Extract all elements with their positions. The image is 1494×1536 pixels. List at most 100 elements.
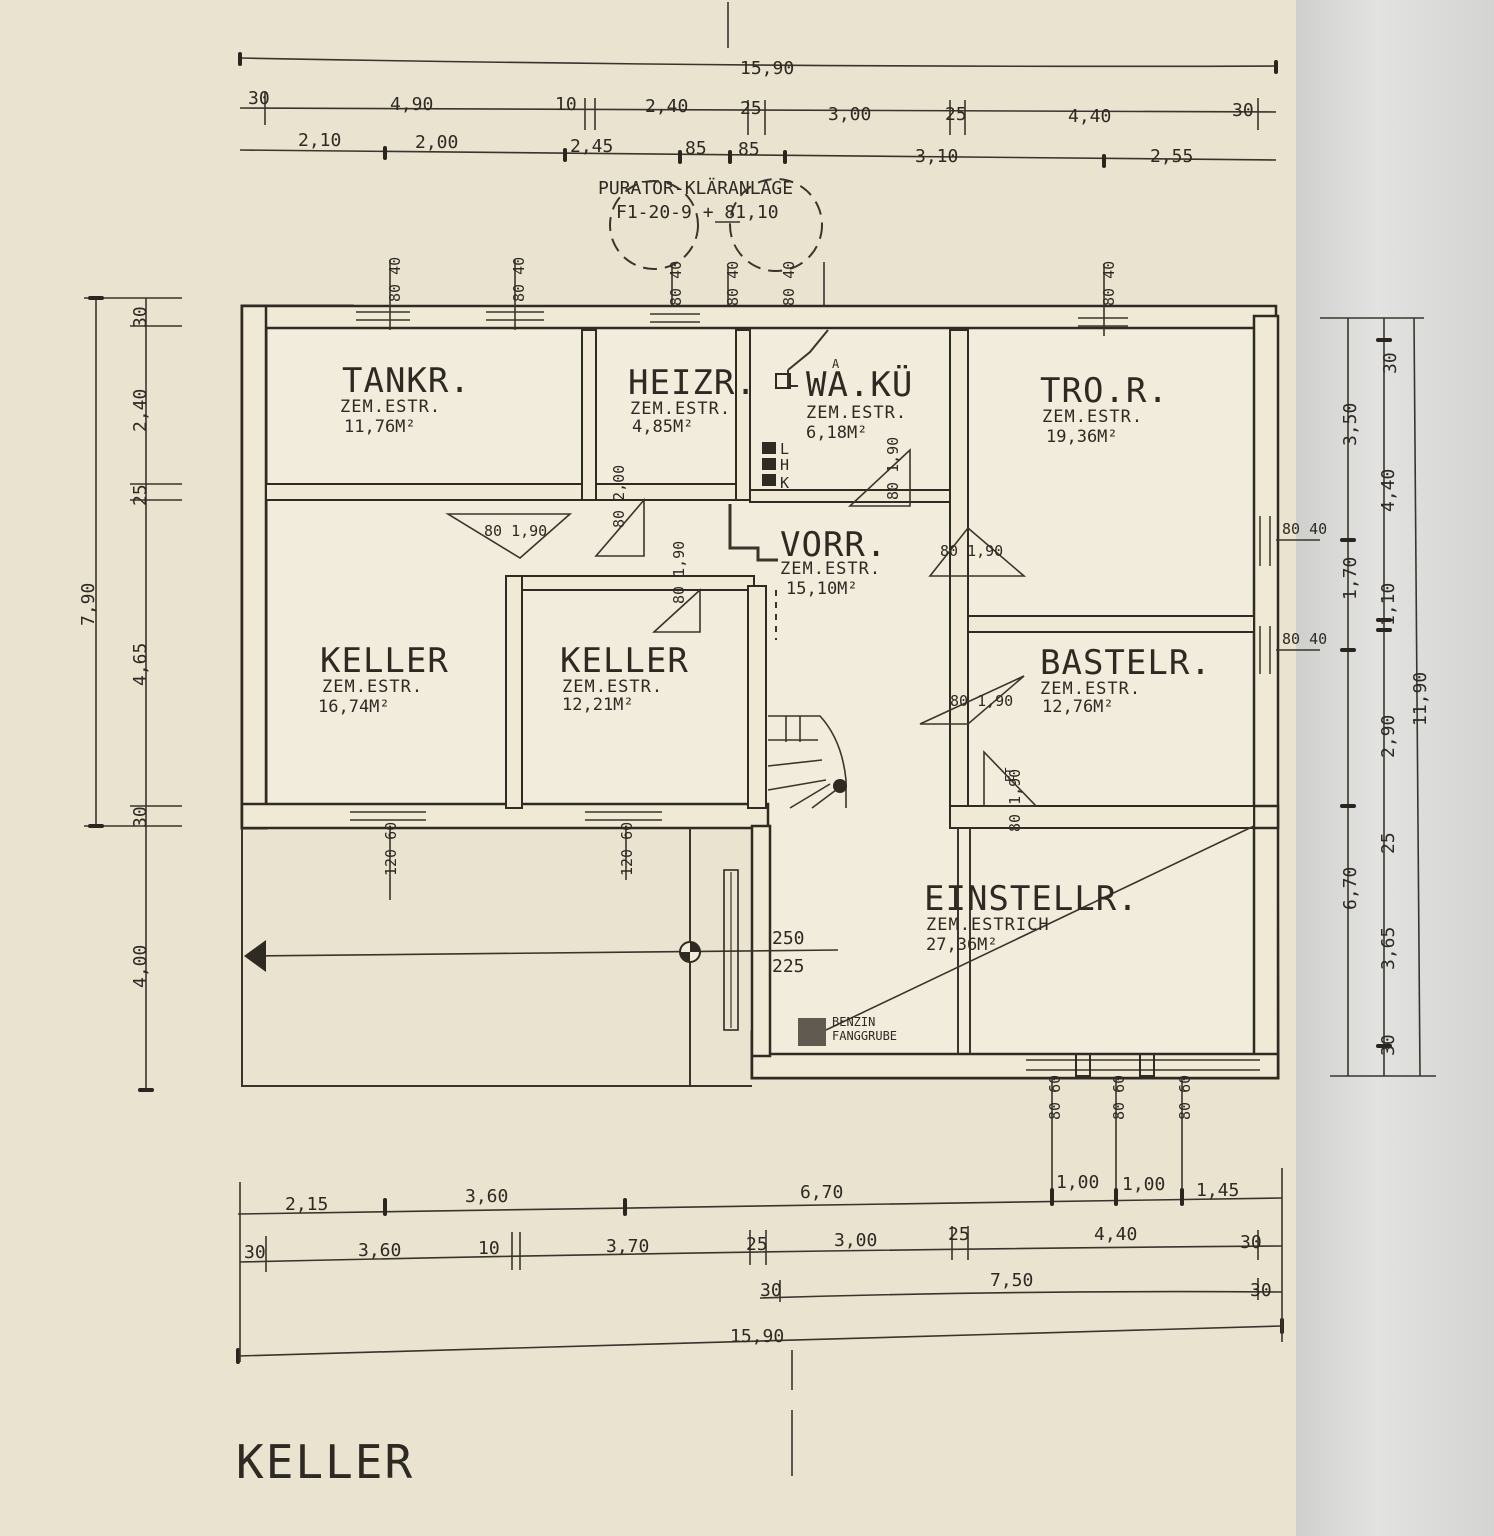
dim-bottom-r2-7: 4,40 — [1094, 1224, 1137, 1245]
entrance-stair: 250 225 BENZIN FANGGRUBE — [244, 869, 897, 1046]
door-waku: 80 1,90 — [884, 437, 902, 500]
mark-k: K — [780, 474, 789, 492]
win-right-1: 80 40 — [1282, 520, 1327, 538]
bottom-dimensions: 2,15 3,60 6,70 1,00 1,00 1,45 30 3,60 10… — [236, 1168, 1284, 1364]
room-area: 12,21M² — [562, 695, 634, 715]
doors: 80 1,90 80 2,00 80 1,90 80 1,90 80 1,90 … — [445, 437, 1255, 1031]
dim-top-r2-4: 85 — [738, 139, 760, 160]
room-name: KELLER — [320, 641, 449, 681]
dim-bottom-r2-1: 3,60 — [358, 1240, 401, 1261]
dim-right-7: 3,65 — [1378, 927, 1399, 970]
room-einstellr: EINSTELLR. ZEM.ESTRICH 27,36M² — [924, 879, 1139, 955]
dim-top-r1-1: 4,90 — [390, 94, 433, 115]
win-top-1: 80 40 — [386, 257, 404, 302]
room-tror: TRO.R. ZEM.ESTR. 19,36M² — [1040, 371, 1169, 447]
dim-top-r2-1: 2,00 — [415, 132, 458, 153]
dim-right-4: 1,10 — [1378, 583, 1399, 626]
dim-right-2: 4,40 — [1378, 469, 1399, 512]
room-floor: ZEM.ESTR. — [340, 397, 441, 417]
room-floor: ZEM.ESTR. — [562, 677, 663, 697]
dim-right-6: 25 — [1378, 832, 1399, 854]
dim-top-r1-2: 10 — [555, 94, 577, 115]
room-floor: ZEM.ESTR. — [1042, 407, 1143, 427]
dim-bottom-r3-0: 30 — [760, 1280, 782, 1301]
door-keller1: 80 1,90 — [484, 522, 547, 540]
door-tror: 80 1,90 — [940, 542, 1003, 560]
dim-bottom-r2-5: 3,00 — [834, 1230, 877, 1251]
door-bastelr: 80 1,90 — [950, 692, 1013, 710]
dim-bottom-r2-2: 10 — [478, 1238, 500, 1259]
room-floor: ZEM.ESTR. — [322, 677, 423, 697]
laundry-fixtures: A L H K — [728, 329, 840, 640]
dim-top-total: 15,90 — [740, 58, 794, 79]
dim-bottom-r1-2: 6,70 — [800, 1182, 843, 1203]
dim-bottom-r1-1: 3,60 — [465, 1186, 508, 1207]
dim-left-total: 7,90 — [78, 583, 99, 626]
dim-bottom-r1-5: 1,45 — [1196, 1180, 1239, 1201]
purator-line2: F1-20-9 + 81,10 — [616, 202, 779, 223]
room-area: 15,10M² — [786, 579, 858, 599]
interior-walls — [265, 329, 1255, 1054]
dim-right-inner: 6,70 — [1340, 867, 1361, 910]
door-et-label: ET — [1003, 768, 1017, 782]
dim-left-0: 30 — [130, 306, 151, 328]
dim-top-r1-3: 2,40 — [645, 96, 688, 117]
win-top-2: 80 40 — [510, 257, 528, 302]
dim-left-3: 4,65 — [130, 643, 151, 686]
dim-top-r2-0: 2,10 — [298, 130, 341, 151]
room-name: KELLER — [560, 641, 689, 681]
room-name: TANKR. — [342, 361, 471, 401]
dim-top-r1-5: 3,00 — [828, 104, 871, 125]
door-einstell: 80 1,90 — [1006, 769, 1024, 832]
top-dimensions: 15,90 30 4,90 10 2,40 25 3,00 25 4,40 30… — [238, 52, 1278, 168]
win-garage-3: 80 60 — [1176, 1075, 1194, 1120]
dim-top-r1-7: 4,40 — [1068, 106, 1111, 127]
room-name: TRO.R. — [1040, 371, 1169, 411]
windows: 80 40 80 40 80 40 80 40 80 40 80 40 80 4… — [350, 257, 1327, 1196]
dim-left-2: 25 — [130, 484, 151, 506]
dim-right-1: 3,50 — [1340, 403, 1361, 446]
win-top-3: 80 40 — [667, 261, 685, 306]
room-area: 4,85M² — [632, 417, 693, 437]
room-area: 12,76M² — [1042, 697, 1114, 717]
dim-right-8: 30 — [1378, 1034, 1399, 1056]
mark-a: A — [832, 357, 840, 371]
room-name: EINSTELLR. — [924, 879, 1139, 919]
drawing-title: KELLER — [236, 1435, 414, 1489]
room-area: 19,36M² — [1046, 427, 1118, 447]
win-garage-1: 80 60 — [1046, 1075, 1064, 1120]
dim-top-r1-8: 30 — [1232, 100, 1254, 121]
dim-left-4: 30 — [130, 806, 151, 828]
dim-top-r2-5: 3,10 — [915, 146, 958, 167]
dim-top-r2-2: 2,45 — [570, 136, 613, 157]
dim-bottom-r2-3: 3,70 — [606, 1236, 649, 1257]
stair-run: 225 — [772, 956, 805, 977]
dim-bottom-r1-4: 1,00 — [1122, 1174, 1165, 1195]
room-floor: ZEM.ESTR. — [806, 403, 907, 423]
room-area: 6,18M² — [806, 423, 867, 443]
dim-right-3: 1,70 — [1340, 557, 1361, 600]
door-heizr: 80 2,00 — [610, 465, 628, 528]
benzin-label: BENZIN — [832, 1015, 875, 1029]
win-top-6: 80 40 — [1100, 261, 1118, 306]
dim-bottom-r3-1: 7,50 — [990, 1270, 1033, 1291]
room-area: 16,74M² — [318, 697, 390, 717]
right-dimensions: 30 3,50 4,40 1,70 1,10 2,90 25 3,65 30 6… — [1320, 317, 1436, 1077]
stair-rise: 250 — [772, 928, 805, 949]
dim-right-total: 11,90 — [1410, 672, 1431, 726]
mark-h: H — [780, 456, 789, 474]
win-right-2: 80 40 — [1282, 630, 1327, 648]
room-tankr: TANKR. ZEM.ESTR. 11,76M² — [340, 361, 471, 437]
win-bottom-1: 120 60 — [382, 822, 400, 876]
room-floor: ZEM.ESTR. — [630, 399, 731, 419]
win-bottom-2: 120 60 — [618, 822, 636, 876]
room-name: BASTELR. — [1040, 643, 1212, 683]
dim-top-r2-3: 85 — [685, 138, 707, 159]
dim-bottom-r1-3: 1,00 — [1056, 1172, 1099, 1193]
room-heizr: HEIZR. ZEM.ESTR. 4,85M² — [628, 363, 756, 437]
purator-line1: PURATOR-KLÄRANLAGE — [598, 178, 793, 199]
room-area: 27,36M² — [926, 935, 998, 955]
staircase — [767, 715, 847, 809]
dim-left-lower: 4,00 — [130, 945, 151, 988]
